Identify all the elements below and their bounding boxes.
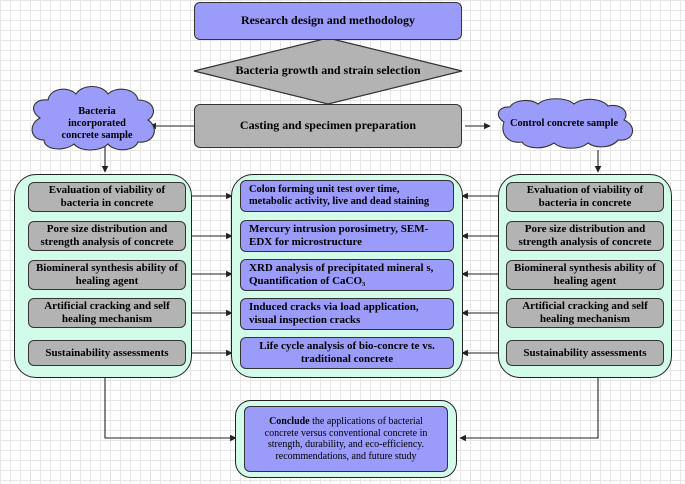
center-item-mercury: Mercury intrusion porosimetry, SEM-EDX f… <box>240 220 454 252</box>
control-sample-label: Control concrete sample <box>509 118 619 130</box>
center-item-xrd: XRD analysis of precipitated mineral s, … <box>240 259 454 291</box>
left-item-cracking: Artificial cracking and self healing mec… <box>28 298 186 328</box>
right-item-label: Artificial cracking and self healing mec… <box>522 300 648 325</box>
conclude-box: Conclude the applications of bacterial c… <box>244 406 448 472</box>
right-item-label: Sustainability assessments <box>523 346 647 359</box>
cloud-right-label-container: Control concrete sample <box>506 112 622 136</box>
research-design-label: Research design and methodology <box>240 13 416 28</box>
diamond-label-container: Bacteria growth and strain selection <box>210 60 446 82</box>
right-item-pore-size: Pore size distribution and strength anal… <box>506 221 664 251</box>
left-item-pore-size: Pore size distribution and strength anal… <box>28 221 186 251</box>
strain-selection-label: Bacteria growth and strain selection <box>235 63 421 78</box>
right-item-label: Pore size distribution and strength anal… <box>518 223 652 248</box>
research-design-box: Research design and methodology <box>194 2 462 40</box>
left-item-sustainability: Sustainability assessments <box>28 340 186 366</box>
center-item-label: Induced cracks via load application, vis… <box>249 301 419 326</box>
right-item-biomineral: Biomineral synthesis ability of healing … <box>506 260 664 290</box>
right-item-label: Evaluation of viability of bacteria in c… <box>526 184 644 209</box>
center-item-cracks: Induced cracks via load application, vis… <box>240 298 454 330</box>
left-item-viability: Evaluation of viability of bacteria in c… <box>28 182 186 212</box>
left-item-label: Biomineral synthesis ability of healing … <box>35 262 179 287</box>
center-item-cfu: Colon forming unit test over time, metab… <box>240 180 454 212</box>
center-item-label: Colon forming unit test over time, metab… <box>249 184 430 207</box>
conclude-body-label: the applications of bacterial concrete v… <box>264 416 428 462</box>
center-item-label: XRD analysis of precipitated mineral s, … <box>249 262 434 287</box>
left-item-biomineral: Biomineral synthesis ability of healing … <box>28 260 186 290</box>
casting-box: Casting and specimen preparation <box>194 104 462 148</box>
center-item-label: Mercury intrusion porosimetry, SEM-EDX f… <box>249 223 429 248</box>
left-item-label: Sustainability assessments <box>45 346 169 359</box>
left-item-label: Artificial cracking and self healing mec… <box>44 300 170 325</box>
arrow-right-to-conclude <box>459 378 599 442</box>
casting-label: Casting and specimen preparation <box>239 118 417 133</box>
right-item-viability: Evaluation of viability of bacteria in c… <box>506 182 664 212</box>
cloud-left-label-container: Bacteria incorporated concrete sample <box>50 104 144 144</box>
right-item-label: Biomineral synthesis ability of healing … <box>513 262 657 287</box>
right-item-sustainability: Sustainability assessments <box>506 340 664 366</box>
center-item-label: Life cycle analysis of bio-concre te vs.… <box>259 340 435 365</box>
arrow-left-to-conclude <box>104 378 237 442</box>
conclude-text-block: Conclude the applications of bacterial c… <box>251 416 441 462</box>
right-item-cracking: Artificial cracking and self healing mec… <box>506 298 664 328</box>
left-item-label: Pore size distribution and strength anal… <box>40 223 174 248</box>
bacteria-sample-label: Bacteria incorporated concrete sample <box>61 106 133 141</box>
left-item-label: Evaluation of viability of bacteria in c… <box>48 184 166 209</box>
center-item-lca: Life cycle analysis of bio-concre te vs.… <box>240 337 454 369</box>
conclude-bold-label: Conclude <box>269 416 310 427</box>
